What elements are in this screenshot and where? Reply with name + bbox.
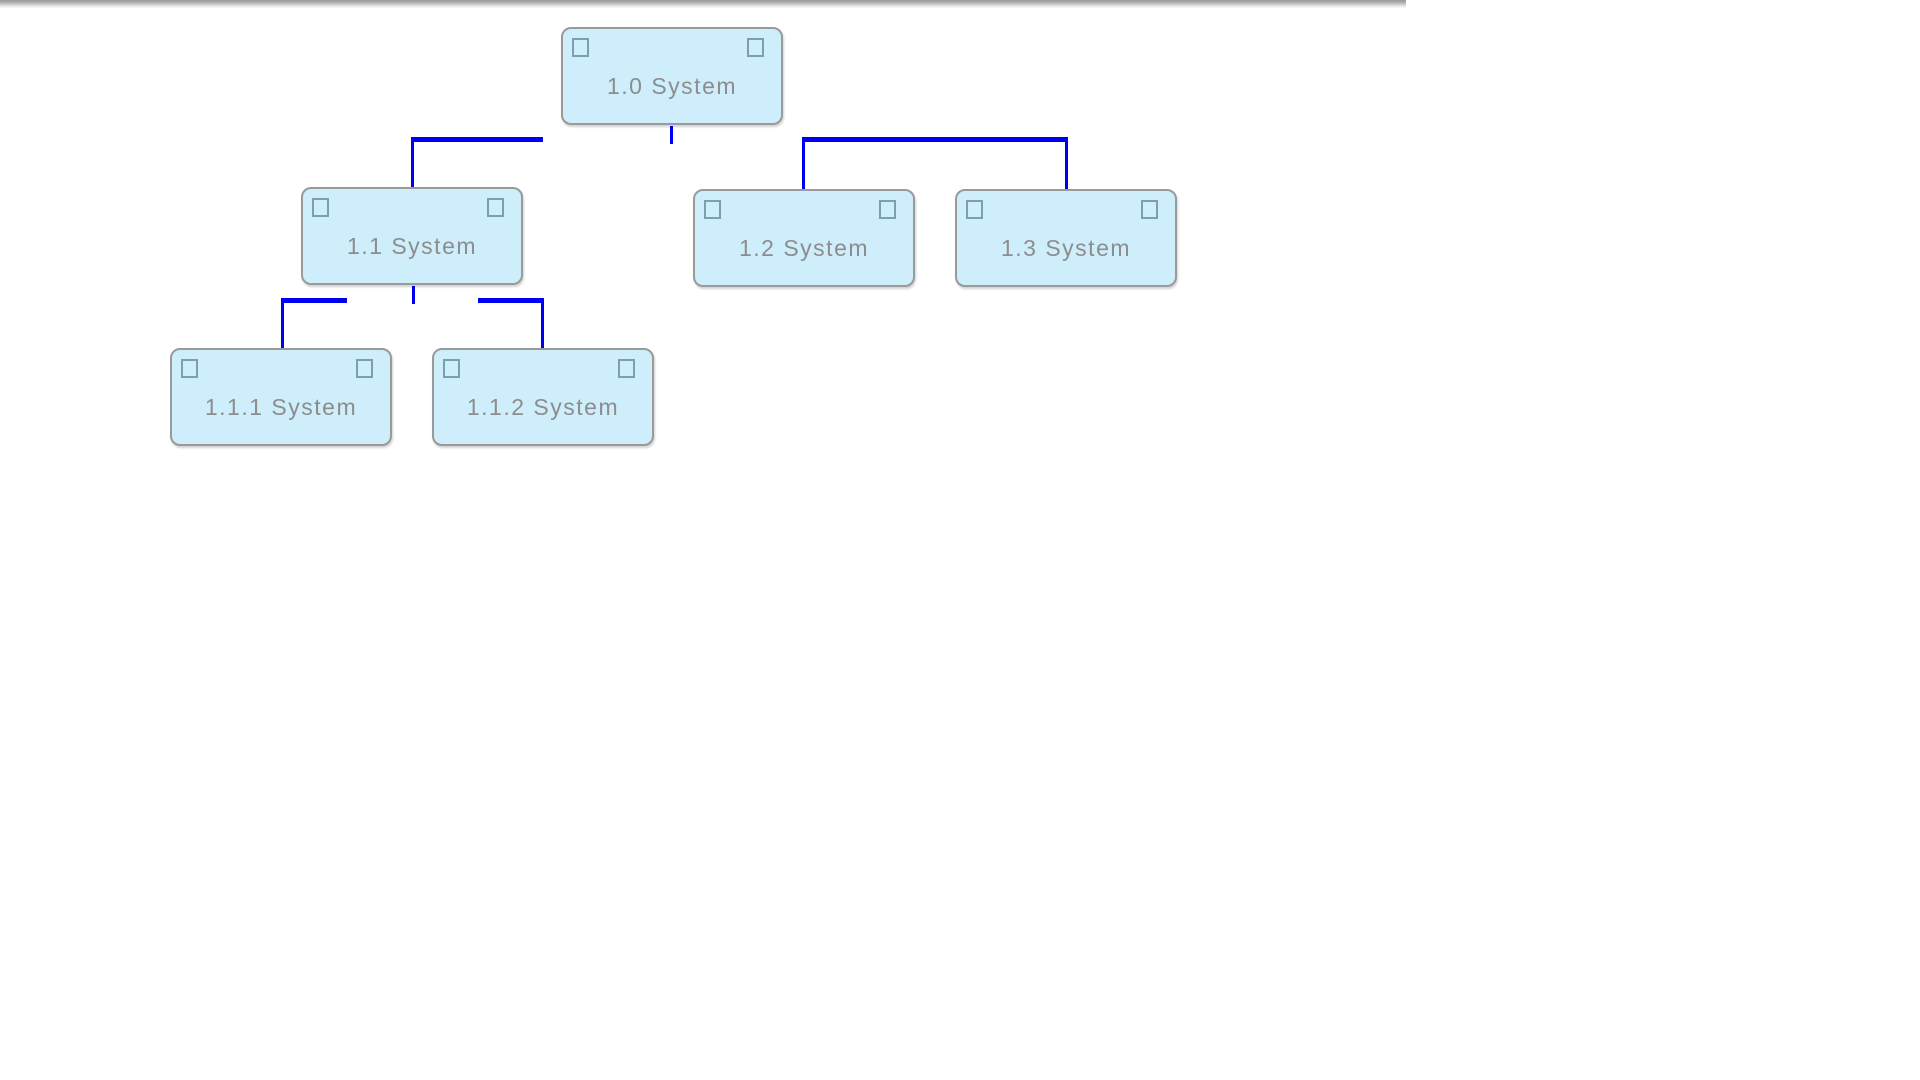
wbs-node-1.2[interactable]: 1.2 System — [693, 189, 915, 287]
connector-horizontal-1.1.1 — [281, 298, 347, 303]
connector-vertical-1.1.1 — [281, 301, 284, 348]
corner-square-left-icon[interactable] — [572, 38, 589, 57]
connector-vertical-1.1.2 — [541, 301, 544, 348]
corner-square-right-icon[interactable] — [747, 38, 764, 57]
wbs-node-1.3[interactable]: 1.3 System — [955, 189, 1177, 287]
corner-square-left-icon[interactable] — [443, 359, 460, 378]
wbs-node-1.0[interactable]: 1.0 System — [561, 27, 783, 125]
connector-horizontal-1.1 — [411, 137, 543, 142]
node-label: 1.0 System — [606, 73, 738, 99]
corner-square-right-icon[interactable] — [618, 359, 635, 378]
wbs-node-1.1.2[interactable]: 1.1.2 System — [432, 348, 654, 446]
corner-square-right-icon[interactable] — [879, 200, 896, 219]
corner-square-left-icon[interactable] — [312, 198, 329, 217]
corner-square-left-icon[interactable] — [181, 359, 198, 378]
node-label: 1.2 System — [738, 235, 870, 261]
connector-stub-1.0 — [670, 126, 673, 144]
node-label: 1.1.1 System — [204, 394, 358, 420]
node-label: 1.1.2 System — [466, 394, 620, 420]
corner-square-right-icon[interactable] — [356, 359, 373, 378]
connector-vertical-1.2 — [802, 140, 805, 189]
connector-horizontal-1.1.2 — [478, 298, 544, 303]
corner-square-right-icon[interactable] — [487, 198, 504, 217]
connector-stub-1.1 — [412, 286, 415, 304]
wbs-node-1.1.1[interactable]: 1.1.1 System — [170, 348, 392, 446]
connector-horizontal-1.2-1.3 — [802, 137, 1068, 142]
connector-vertical-1.3 — [1065, 140, 1068, 189]
connector-vertical-1.1 — [411, 140, 414, 187]
corner-square-right-icon[interactable] — [1141, 200, 1158, 219]
top-divider-bar — [0, 0, 1406, 8]
corner-square-left-icon[interactable] — [966, 200, 983, 219]
wbs-node-1.1[interactable]: 1.1 System — [301, 187, 523, 285]
corner-square-left-icon[interactable] — [704, 200, 721, 219]
node-label: 1.3 System — [1000, 235, 1132, 261]
node-label: 1.1 System — [346, 233, 478, 259]
